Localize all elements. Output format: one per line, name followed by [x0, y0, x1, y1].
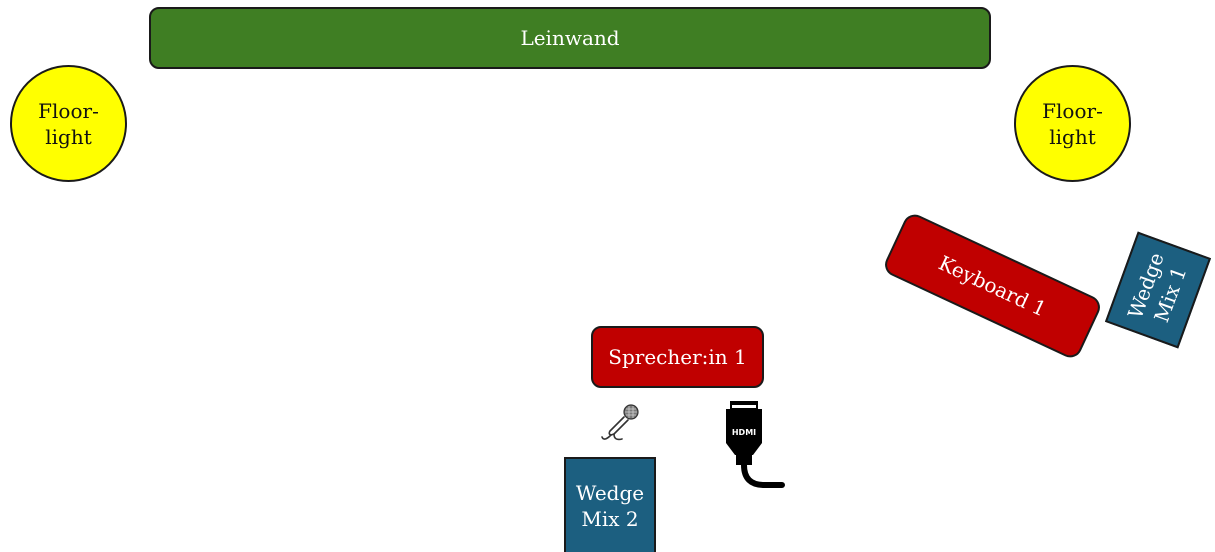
screen-label: Leinwand: [520, 26, 620, 50]
floorlight-left: Floor- light: [10, 65, 127, 182]
wedge-mix-2: Wedge Mix 2: [564, 457, 656, 552]
wedge-mix-1: Wedge Mix 1: [1104, 231, 1212, 349]
keyboard-1: Keyboard 1: [881, 210, 1104, 362]
floorlight-right: Floor- light: [1014, 65, 1131, 182]
speaker-position: Sprecher:in 1: [591, 326, 764, 388]
speaker-label: Sprecher:in 1: [608, 345, 747, 369]
microphone-icon: [601, 404, 639, 441]
hdmi-icon-text: HDMI: [732, 428, 756, 437]
wedge-mix-2-label: Wedge Mix 2: [575, 480, 645, 531]
keyboard-label: Keyboard 1: [934, 250, 1051, 322]
screen-leinwand: Leinwand: [149, 7, 991, 69]
wedge-mix-1-label: Wedge Mix 1: [1122, 249, 1192, 326]
floorlight-right-label: Floor- light: [1042, 98, 1103, 149]
floorlight-left-label: Floor- light: [38, 98, 99, 149]
hdmi-connector-icon: HDMI: [726, 401, 785, 488]
